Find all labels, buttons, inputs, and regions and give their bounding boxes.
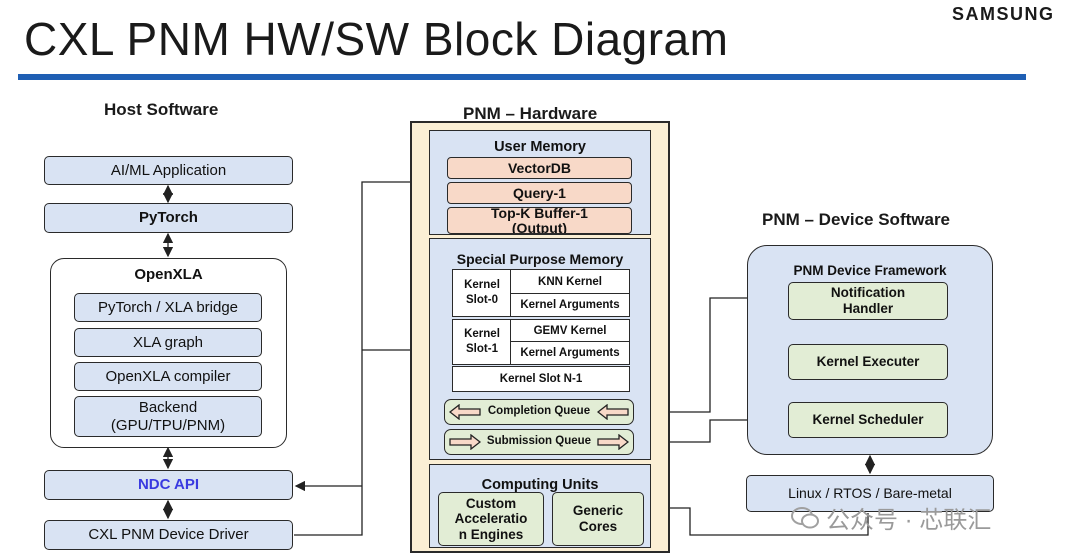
- backend-box: Backend (GPU/TPU/PNM): [74, 396, 262, 437]
- pnm-device-software-heading: PNM – Device Software: [762, 210, 951, 229]
- notification-handler-box: Notification Handler: [788, 282, 948, 320]
- xla-graph-box: XLA graph: [74, 328, 262, 357]
- submission-queue-box: Submission Queue: [444, 429, 634, 455]
- topk-buffer-box: Top-K Buffer-1 (Output): [447, 207, 632, 234]
- title-rule: [18, 74, 1026, 80]
- submission-queue-label: Submission Queue: [486, 435, 592, 448]
- topk-line1: Top-K Buffer-1: [491, 207, 588, 221]
- vectordb-box: VectorDB: [447, 157, 632, 179]
- chat-bubble-icon: [791, 506, 819, 528]
- backend-line2: (GPU/TPU/PNM): [110, 416, 226, 434]
- left-arrow-icon: [449, 404, 481, 420]
- device-framework-label: PNM Device Framework: [793, 263, 947, 278]
- page-title: CXL PNM HW/SW Block Diagram: [24, 13, 729, 65]
- kernel-scheduler-box: Kernel Scheduler: [788, 402, 948, 438]
- samsung-logo: SAMSUNG: [952, 4, 1055, 24]
- kernel-arguments-0-cell: Kernel Arguments: [510, 293, 630, 317]
- gemv-kernel-cell: GEMV Kernel: [510, 319, 630, 343]
- completion-queue-box: Completion Queue: [444, 399, 634, 425]
- left-arrow-icon: [596, 404, 629, 420]
- kernel-slot-n-cell: Kernel Slot N-1: [452, 366, 630, 392]
- watermark: 公众号 · 芯联汇: [790, 500, 991, 535]
- openxla-label: OpenXLA: [134, 266, 203, 283]
- kernel-arguments-1-cell: Kernel Arguments: [510, 341, 630, 365]
- ai-ml-application-box: AI/ML Application: [44, 156, 293, 185]
- pytorch-xla-bridge-box: PyTorch / XLA bridge: [74, 293, 262, 322]
- slot0-line1: Kernel: [464, 279, 500, 292]
- custom-acceleration-engines-box: Custom Acceleratio n Engines: [438, 492, 544, 546]
- spm-label: Special Purpose Memory: [456, 251, 624, 267]
- custom-line3: n Engines: [458, 526, 524, 542]
- generic-line1: Generic: [572, 502, 624, 518]
- custom-line1: Custom: [465, 495, 517, 511]
- slot0-line2: Slot-0: [466, 294, 498, 306]
- custom-line2: Acceleratio: [454, 511, 528, 527]
- slot1-line2: Slot-1: [466, 343, 498, 355]
- openxla-compiler-box: OpenXLA compiler: [74, 362, 262, 391]
- backend-line1: Backend: [138, 398, 198, 416]
- knn-kernel-cell: KNN Kernel: [510, 269, 630, 295]
- generic-cores-box: Generic Cores: [552, 492, 644, 546]
- computing-units-label: Computing Units: [481, 477, 599, 493]
- notification-line1: Notification: [830, 285, 906, 301]
- host-software-heading: Host Software: [104, 100, 219, 119]
- user-memory-label: User Memory: [494, 139, 586, 155]
- ndc-api-box: NDC API: [44, 470, 293, 500]
- kernel-executer-box: Kernel Executer: [788, 344, 948, 380]
- pytorch-box: PyTorch: [44, 203, 293, 233]
- os-box: Linux / RTOS / Bare-metal: [746, 475, 994, 512]
- device-driver-box: CXL PNM Device Driver: [44, 520, 293, 550]
- right-arrow-icon: [449, 434, 481, 450]
- slot1-line1: Kernel: [464, 328, 500, 341]
- query-box: Query-1: [447, 182, 632, 204]
- right-arrow-icon: [597, 434, 629, 450]
- generic-line2: Cores: [578, 519, 618, 534]
- pnm-hardware-heading: PNM – Hardware: [463, 104, 598, 123]
- notification-line2: Handler: [842, 301, 894, 316]
- watermark-text: 公众号 · 芯联汇: [826, 507, 992, 534]
- topk-line2: (Output): [511, 219, 568, 234]
- kernel-slot-0-label: Kernel Slot-0: [452, 269, 512, 317]
- kernel-slot-1-label: Kernel Slot-1: [452, 319, 512, 365]
- completion-queue-label: Completion Queue: [487, 405, 591, 418]
